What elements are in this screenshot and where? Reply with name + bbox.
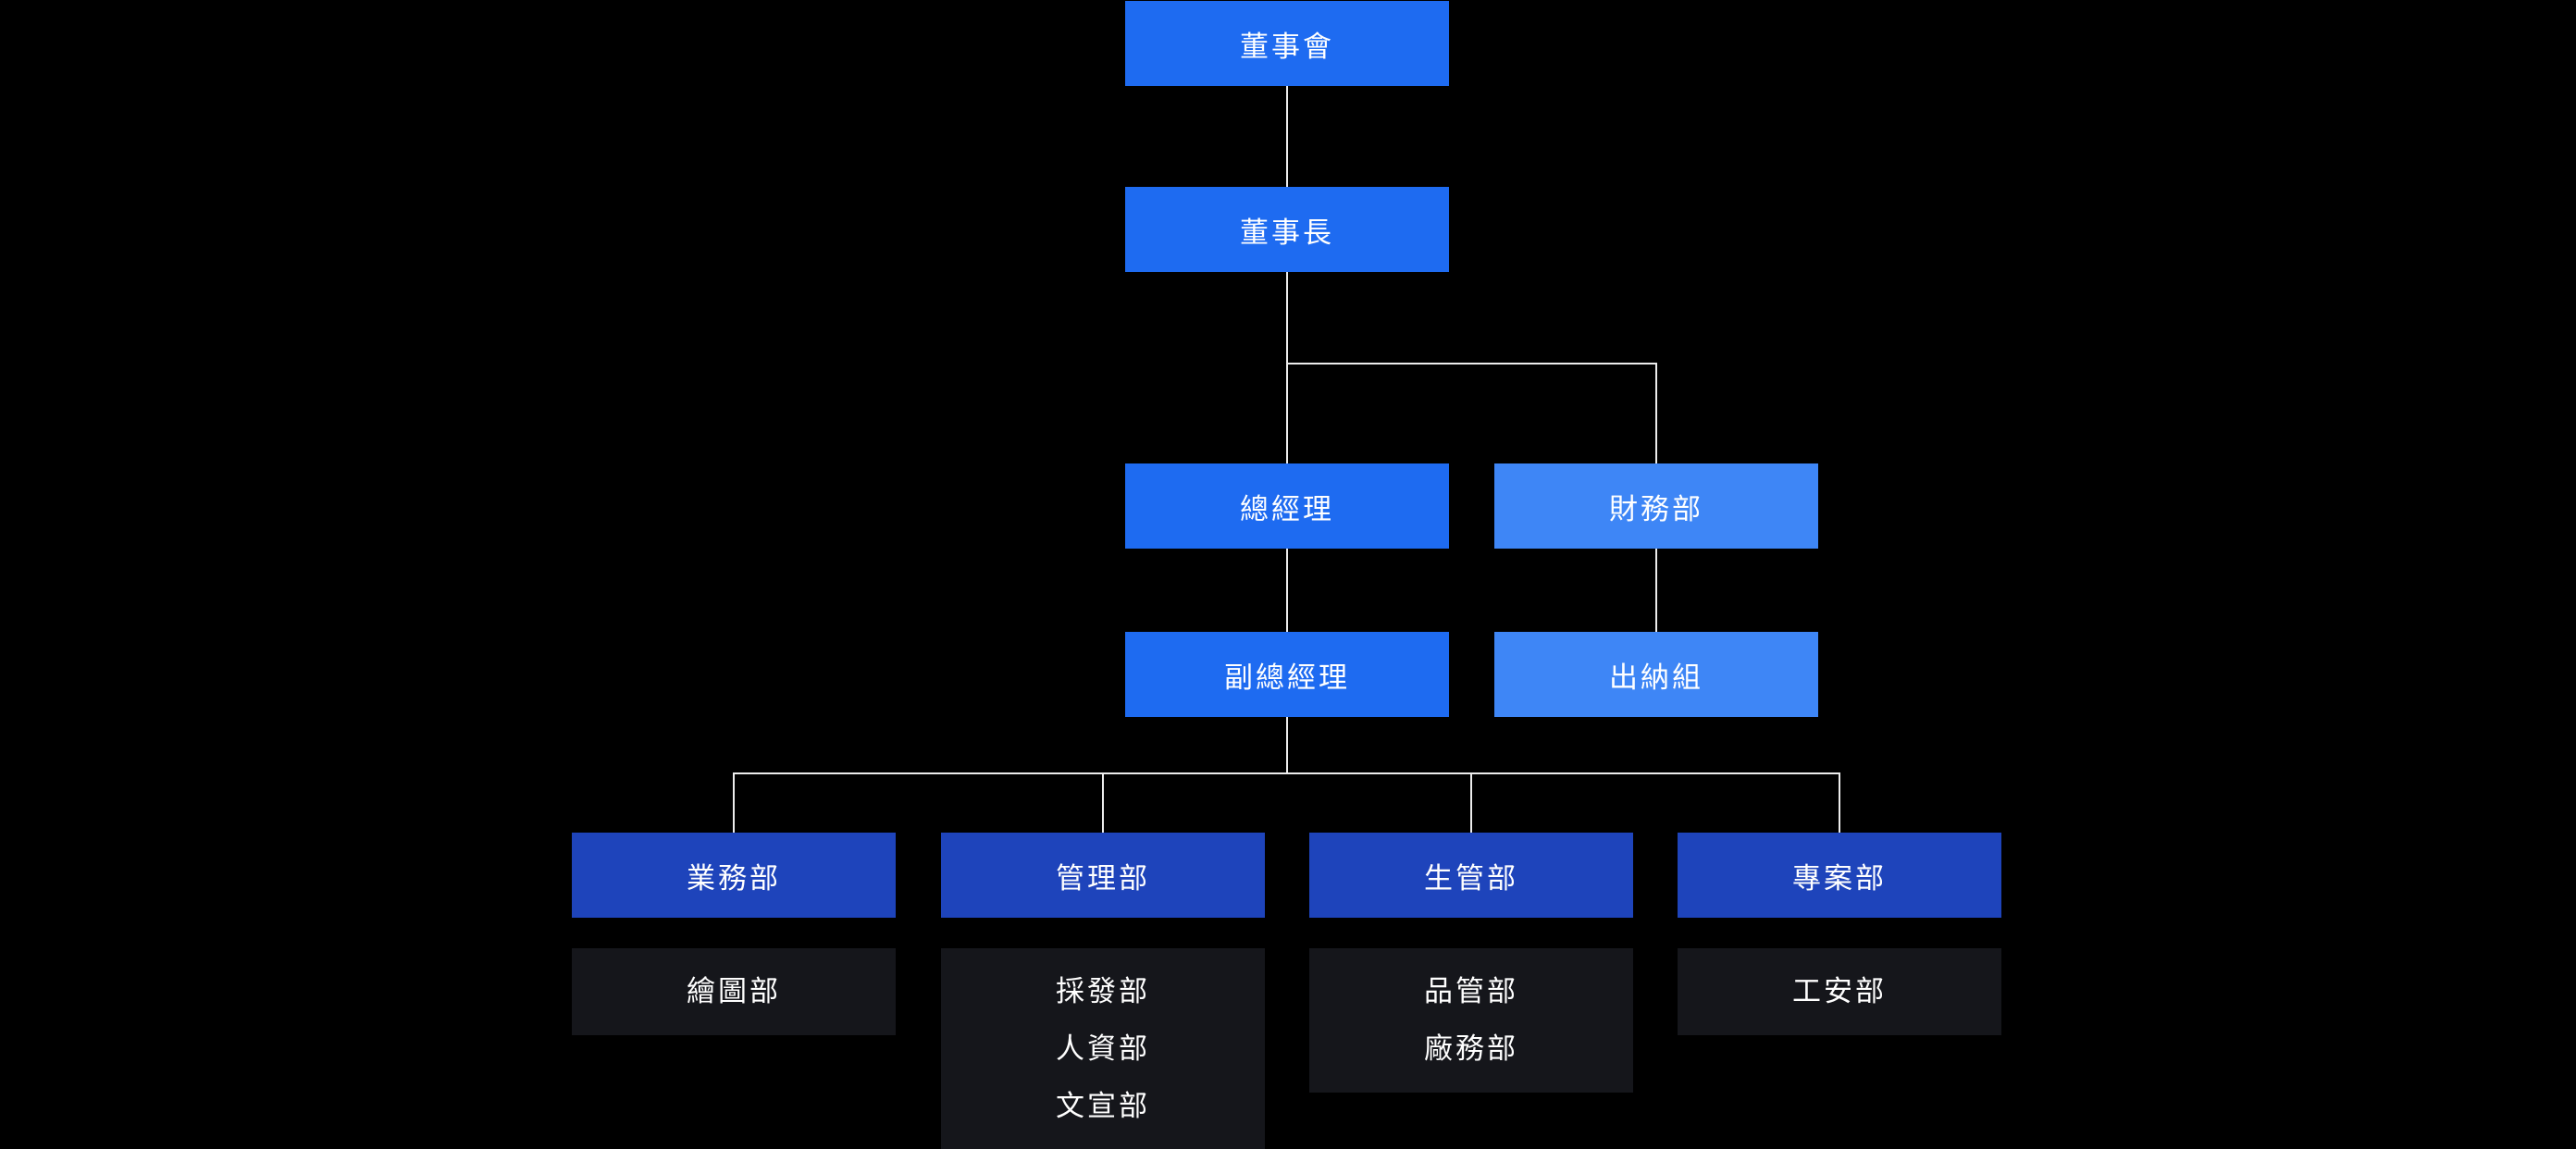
connector-branch-finance	[1286, 363, 1657, 364]
connector-drop-admin	[1102, 772, 1104, 833]
org-subnode-procurement-dept: 採發部	[1056, 975, 1150, 1007]
connector-drop-project	[1839, 772, 1840, 833]
connector-departments-bus	[733, 772, 1840, 774]
org-node-deputy-general-manager[interactable]: 副總經理	[1125, 632, 1449, 717]
org-childbox-production[interactable]: 品管部 廠務部	[1309, 948, 1633, 1093]
org-childbox-sales[interactable]: 繪圖部	[572, 948, 896, 1035]
org-childbox-admin[interactable]: 採發部 人資部 文宣部	[941, 948, 1265, 1149]
org-node-deputy-general-manager-label: 副總經理	[1224, 661, 1350, 694]
connector-drop-sales	[733, 772, 735, 833]
org-node-finance-dept-label: 財務部	[1609, 492, 1703, 525]
connector-drop-production	[1470, 772, 1472, 833]
org-node-board-label: 董事會	[1240, 30, 1334, 63]
org-node-general-manager[interactable]: 總經理	[1125, 463, 1449, 549]
org-subnode-publicity-dept: 文宣部	[1056, 1090, 1150, 1122]
org-subnode-hr-dept: 人資部	[1056, 1032, 1150, 1065]
org-node-chairman[interactable]: 董事長	[1125, 187, 1449, 272]
org-subnode-qc-dept: 品管部	[1424, 975, 1518, 1007]
org-node-admin-dept[interactable]: 管理部	[941, 833, 1265, 918]
connector-gm-dgm	[1286, 549, 1288, 632]
org-node-project-dept[interactable]: 專案部	[1678, 833, 2001, 918]
org-node-board[interactable]: 董事會	[1125, 1, 1449, 86]
org-node-sales-dept-label: 業務部	[687, 861, 781, 895]
org-subnode-plant-dept: 廠務部	[1424, 1032, 1518, 1065]
org-node-finance-dept[interactable]: 財務部	[1494, 463, 1818, 549]
org-subnode-drawing-dept: 繪圖部	[687, 975, 781, 1007]
org-childbox-project[interactable]: 工安部	[1678, 948, 2001, 1035]
org-node-production-dept-label: 生管部	[1424, 861, 1518, 895]
org-node-production-dept[interactable]: 生管部	[1309, 833, 1633, 918]
org-node-sales-dept[interactable]: 業務部	[572, 833, 896, 918]
connector-branch-finance-drop	[1655, 363, 1657, 463]
org-node-admin-dept-label: 管理部	[1056, 861, 1150, 895]
connector-dgm-riser	[1286, 717, 1288, 772]
connector-finance-cashier	[1655, 549, 1657, 632]
connector-chairman-gm	[1286, 272, 1288, 463]
org-node-chairman-label: 董事長	[1240, 216, 1334, 249]
connector-board-chairman	[1286, 85, 1288, 187]
org-node-cashier-team[interactable]: 出納組	[1494, 632, 1818, 717]
org-node-general-manager-label: 總經理	[1240, 492, 1334, 525]
org-subnode-safety-dept: 工安部	[1792, 975, 1887, 1007]
org-node-cashier-team-label: 出納組	[1609, 661, 1703, 694]
org-node-project-dept-label: 專案部	[1792, 861, 1887, 895]
